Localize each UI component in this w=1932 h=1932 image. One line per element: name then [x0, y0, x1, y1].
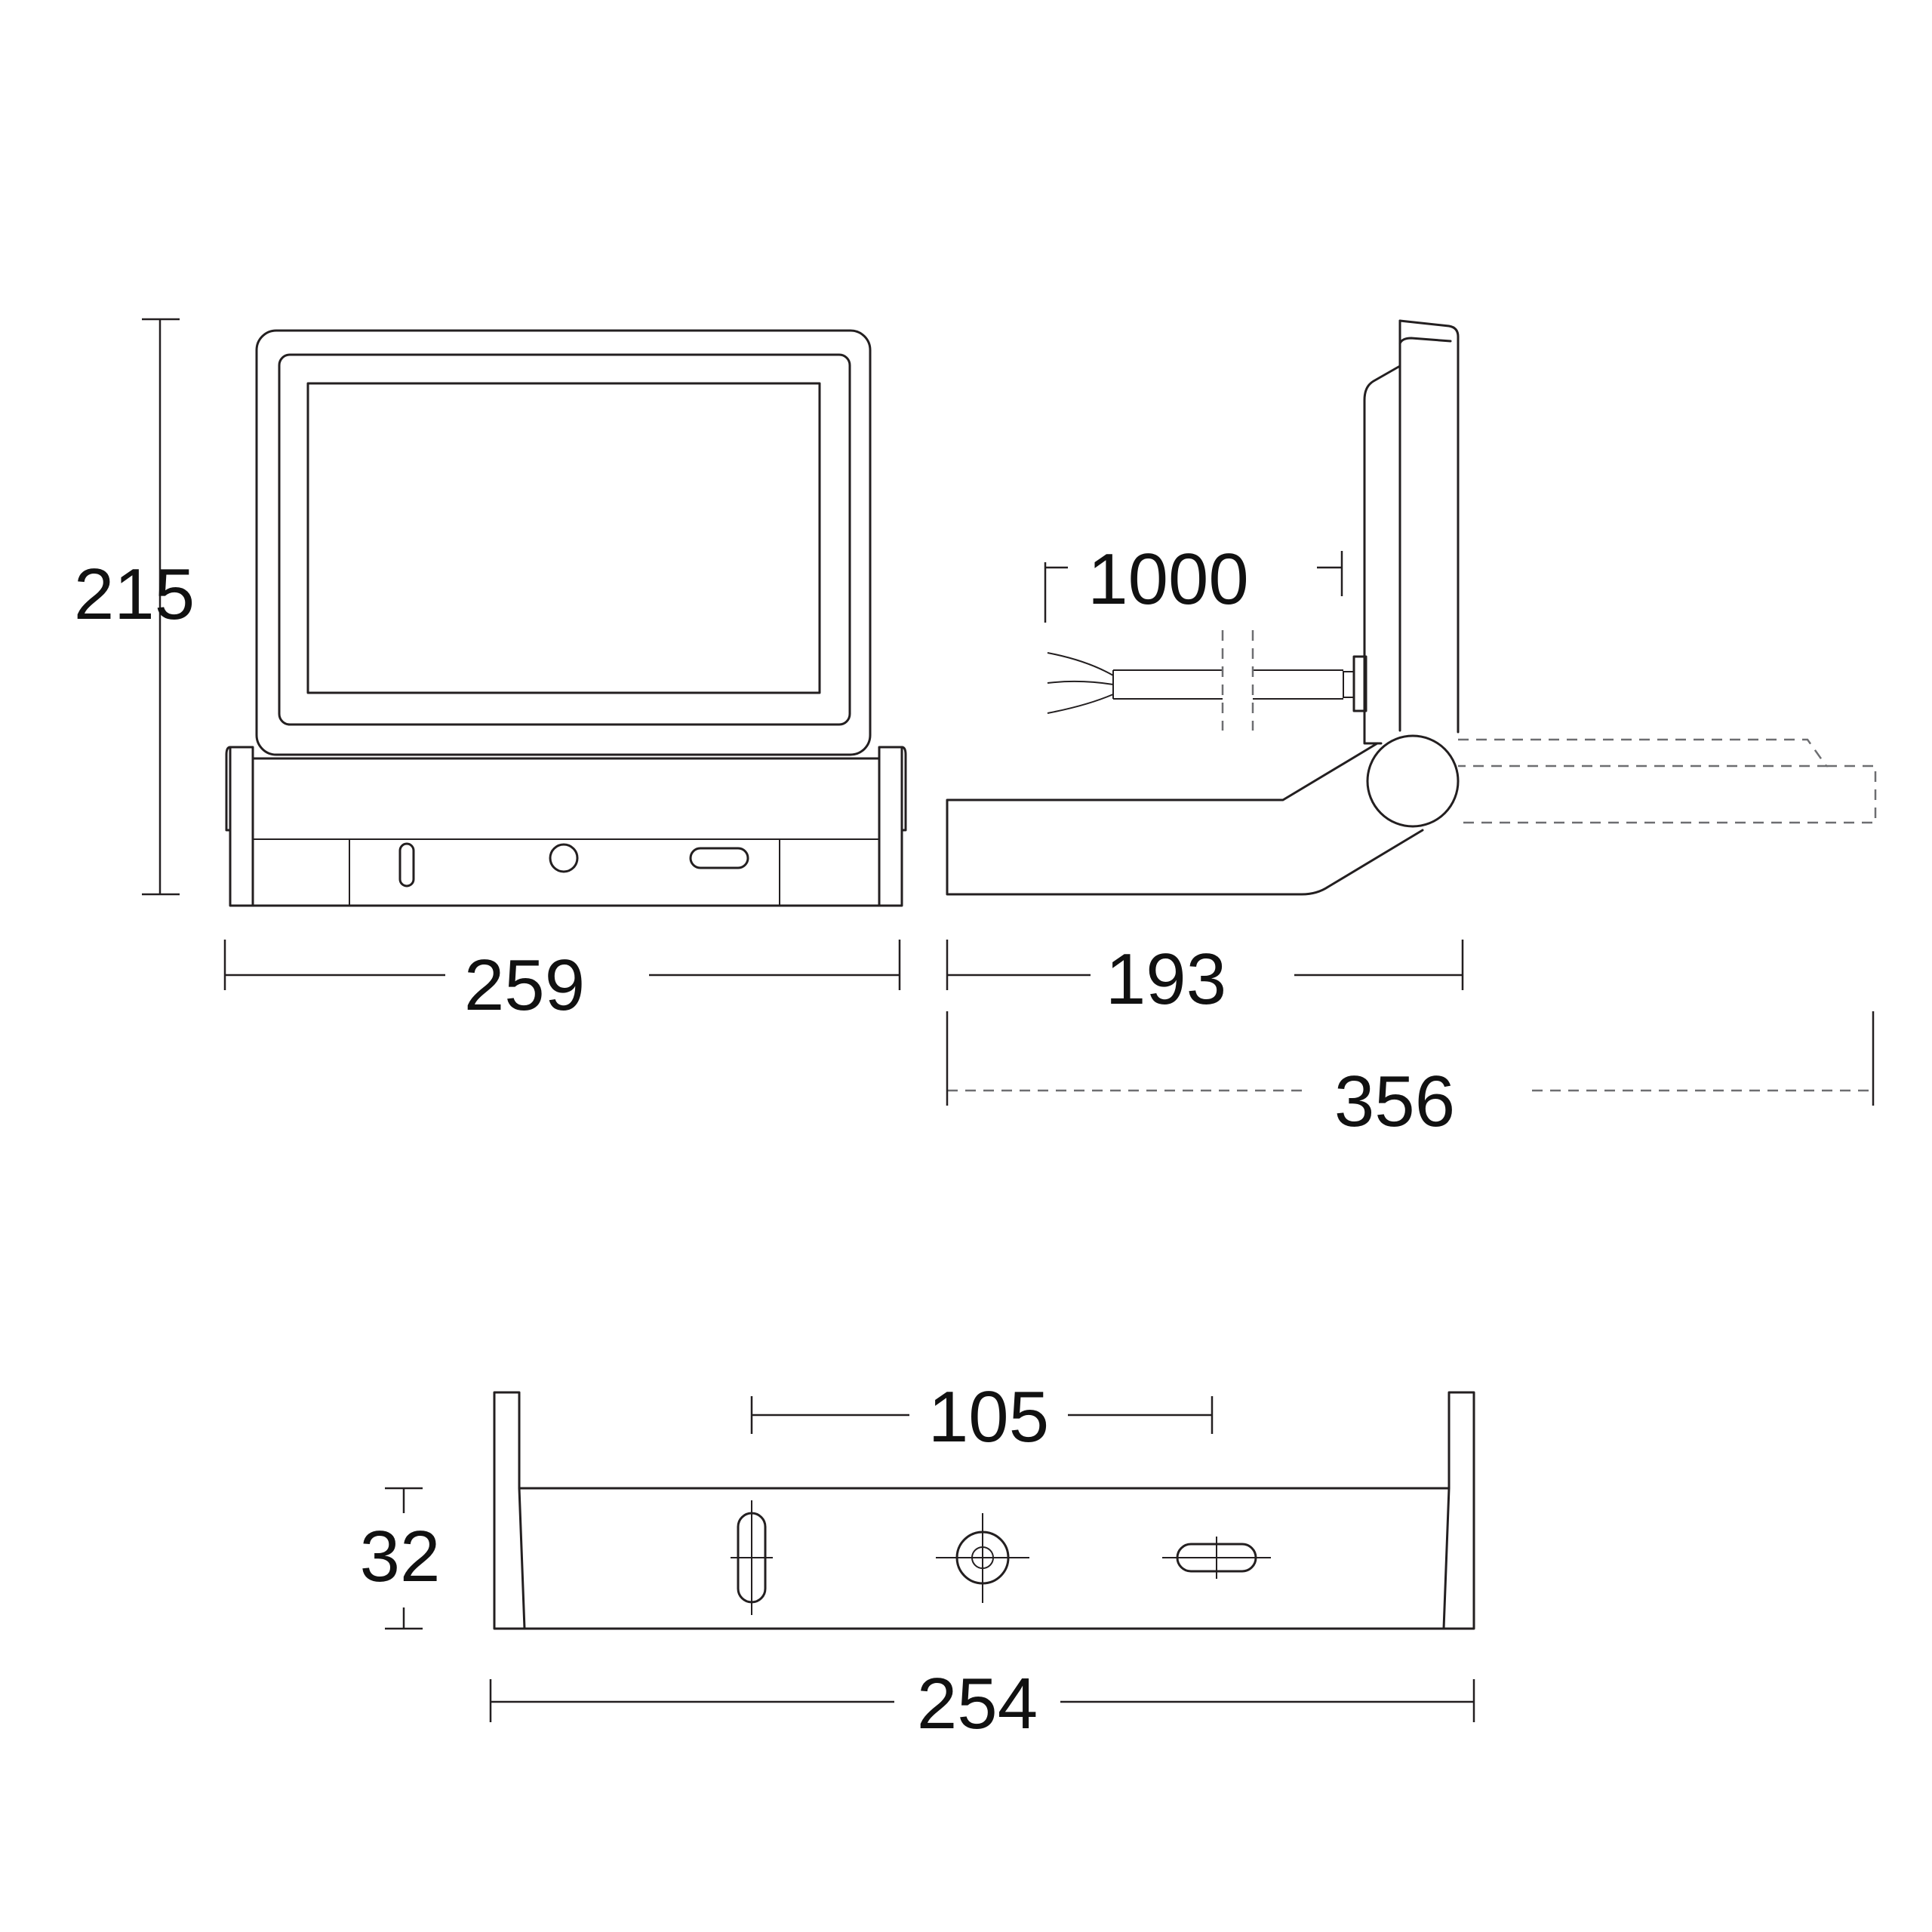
bracket-view: [493, 1391, 1475, 1630]
dim-cable-length: 1000: [1044, 539, 1343, 623]
side-view: [946, 319, 1877, 896]
dim-bracket-width: 254: [489, 1663, 1475, 1744]
bracket-round-hole: [936, 1513, 1029, 1603]
dim-front-width: 259: [223, 940, 901, 1026]
dim-hole-spacing: 105: [750, 1377, 1214, 1457]
front-slot-horizontal: [689, 847, 749, 869]
bracket-slot-horizontal: [1162, 1537, 1271, 1579]
front-slot-vertical: [398, 842, 415, 888]
front-bezel: [278, 353, 851, 726]
dim-side-depth-extended: 356: [946, 1011, 1875, 1142]
side-pivot-hinge: [1366, 734, 1460, 828]
front-view: [225, 329, 907, 907]
dim-label-259: 259: [464, 945, 585, 1026]
front-round-hole: [549, 843, 579, 873]
front-lens-panel: [306, 382, 821, 694]
dim-label-356: 356: [1334, 1061, 1455, 1142]
dim-label-32: 32: [360, 1516, 441, 1597]
front-housing: [255, 329, 872, 756]
dim-label-105: 105: [928, 1377, 1049, 1457]
dim-label-193: 193: [1106, 939, 1226, 1020]
dim-side-depth: 193: [946, 939, 1464, 1020]
side-bracket-extended-dashed: [1458, 738, 1877, 824]
dim-label-254: 254: [917, 1663, 1038, 1744]
front-yoke-base: [251, 757, 881, 907]
dim-label-1000: 1000: [1088, 539, 1249, 620]
bracket-slot-vertical: [731, 1500, 773, 1615]
dim-label-215: 215: [74, 554, 195, 635]
side-bracket: [946, 742, 1424, 896]
front-yoke-left-arm: [229, 746, 254, 907]
front-yoke-right-arm: [878, 746, 903, 907]
side-cable: [1047, 630, 1343, 731]
side-housing: [1398, 319, 1460, 734]
dim-bracket-height: 32: [360, 1487, 441, 1630]
bracket-plate: [493, 1391, 1475, 1630]
dim-front-height: 215: [74, 318, 195, 896]
